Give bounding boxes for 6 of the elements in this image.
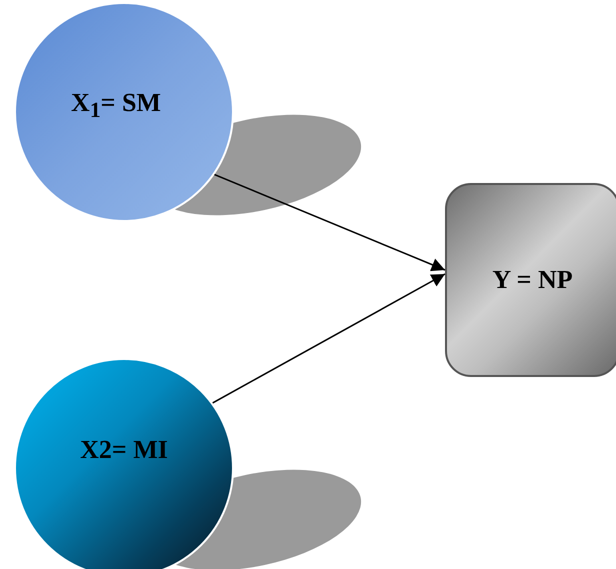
arrow bbox=[212, 273, 446, 404]
outcome-box bbox=[445, 183, 616, 377]
arrow bbox=[214, 174, 446, 272]
node-label: X$_{1}$= SM bbox=[71, 88, 161, 124]
node-label: Y = NP bbox=[492, 265, 573, 295]
node-label: X2= MI bbox=[80, 435, 168, 465]
